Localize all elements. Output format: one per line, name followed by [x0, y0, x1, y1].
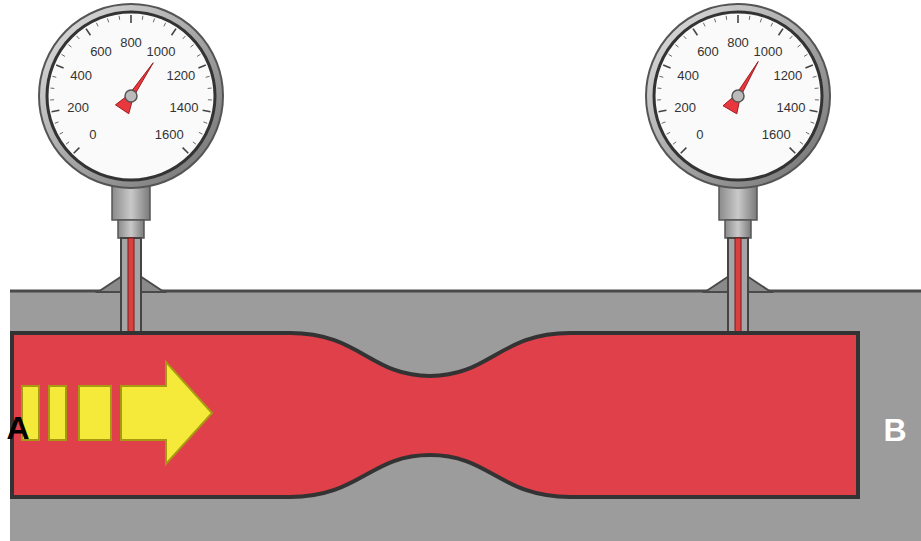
gauge-scale-number: 200 — [674, 100, 696, 113]
pressure-gauge — [646, 4, 830, 188]
section-letter: B — [883, 414, 906, 446]
flow-arrow — [22, 362, 212, 464]
gauge-stem — [112, 186, 150, 335]
fillet — [140, 276, 164, 292]
gauge-scale-number: 800 — [727, 36, 749, 49]
fillet — [747, 276, 771, 292]
section-letter: A — [6, 412, 29, 444]
gauge-needle — [723, 61, 758, 113]
gauge-needle — [115, 63, 153, 114]
gauge-scale-number: 600 — [697, 45, 719, 58]
pipe-wall — [10, 290, 921, 541]
gauge-scale-number: 1400 — [776, 100, 805, 113]
gauge-scale-number: 1200 — [773, 69, 802, 82]
gauge-scale-number: 800 — [120, 36, 142, 49]
gauge-scale-number: 0 — [696, 128, 703, 141]
fillet — [705, 276, 729, 292]
gauge-scale-number: 1000 — [147, 45, 176, 58]
gauge-scale-number: 1400 — [169, 100, 198, 113]
gauge-scale-number: 0 — [89, 128, 96, 141]
gauge-scale-number: 200 — [67, 100, 89, 113]
gauge-scale-number: 1000 — [754, 45, 783, 58]
fillet — [98, 276, 122, 292]
gauge-scale-number: 1600 — [155, 128, 184, 141]
gauge-stem — [719, 186, 757, 335]
gauge-scale-number: 400 — [677, 69, 699, 82]
gauge-scale-number: 1200 — [166, 69, 195, 82]
gauge-scale-number: 400 — [70, 69, 92, 82]
fluid — [12, 333, 858, 497]
pressure-gauge — [39, 4, 223, 188]
gauge-scale-number: 1600 — [762, 128, 791, 141]
gauge-scale-number: 600 — [90, 45, 112, 58]
